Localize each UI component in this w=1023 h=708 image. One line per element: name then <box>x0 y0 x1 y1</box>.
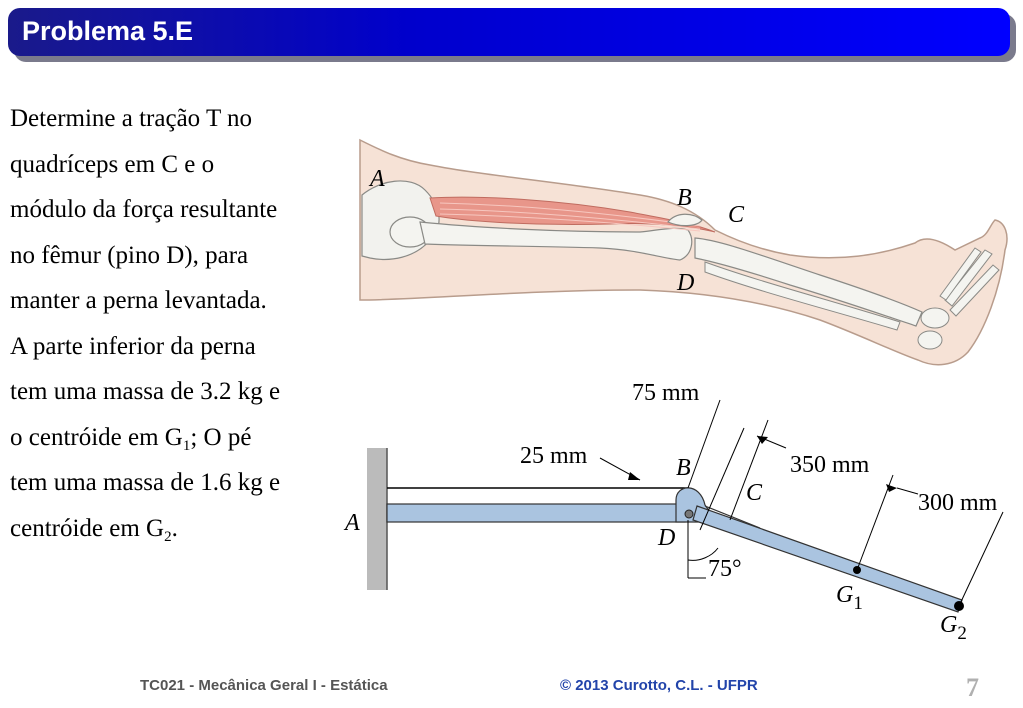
femur-bone <box>419 221 693 261</box>
lower-leg-beam <box>692 505 963 613</box>
label-B: B <box>677 185 692 211</box>
title-bar <box>8 8 1010 56</box>
label-G2-base: G <box>940 612 957 638</box>
text-span: ; O pé <box>190 423 252 451</box>
problem-line: manter a perna levantada. <box>10 287 267 314</box>
problem-line: A parte inferior da perna <box>10 332 256 360</box>
dim-25mm: 25 mm <box>520 443 588 469</box>
label-G1-sub: 1 <box>853 593 863 614</box>
fibula-bone <box>704 261 901 331</box>
tibia-bone <box>694 237 923 327</box>
problem-line: tem uma massa de 1.6 kg e <box>10 469 281 496</box>
slide-title: Problema 5.E <box>22 16 194 46</box>
problem-line: o centróide em G1; O pé <box>10 415 355 461</box>
subscript: 1 <box>182 437 191 454</box>
label-C: C <box>746 480 763 506</box>
pin-D <box>684 509 694 519</box>
dim-350mm: 350 mm <box>790 452 870 478</box>
dimension-lines <box>599 399 1004 607</box>
label-B: B <box>676 455 691 481</box>
label-A: A <box>368 166 385 192</box>
dimension-arrows <box>628 436 897 492</box>
problem-line: tem uma massa de 3.2 kg e <box>10 378 281 405</box>
wall <box>367 448 387 590</box>
label-G2-sub: 2 <box>957 623 967 644</box>
label-G1: G1 <box>836 582 863 614</box>
patella-bone <box>667 213 703 227</box>
text-span: centróide em G <box>10 514 165 542</box>
label-A: A <box>343 510 360 536</box>
problem-line: módulo da força resultante <box>10 196 278 223</box>
text-span: . <box>171 514 178 542</box>
problem-line: Determine a tração T no <box>10 105 253 132</box>
problem-line: quadríceps em C e o <box>10 150 215 178</box>
page-number: 7 <box>966 673 979 702</box>
dim-75mm: 75 mm <box>632 380 700 406</box>
label-C: C <box>728 202 745 228</box>
femur-beam <box>386 503 686 523</box>
footer-copyright: © 2013 Curotto, C.L. - UFPR <box>560 677 758 694</box>
label-D: D <box>657 525 675 551</box>
problem-figure: A B C D <box>343 138 1008 644</box>
foot-bones <box>917 247 1000 350</box>
muscle-fibers <box>439 202 701 232</box>
label-G2: G2 <box>940 612 967 644</box>
problem-statement: Determine a tração T no quadríceps em C … <box>10 96 355 551</box>
text-span: o centróide em G <box>10 423 183 451</box>
label-G1-base: G <box>836 582 853 608</box>
footer-course: TC021 - Mecânica Geral I - Estática <box>140 677 388 694</box>
leg-illustration: A B C D <box>359 138 1008 366</box>
mechanics-diagram: 75 mm 25 mm 350 mm 300 mm 75° A B C D G1… <box>343 380 1004 644</box>
problem-line: no fêmur (pino D), para <box>10 241 249 269</box>
subscript: 2 <box>164 528 172 545</box>
dim-300mm: 300 mm <box>918 490 998 516</box>
tendon-line <box>704 505 761 529</box>
label-D: D <box>676 270 694 296</box>
dim-angle: 75° <box>708 556 742 582</box>
problem-line: centróide em G2. <box>10 506 355 552</box>
